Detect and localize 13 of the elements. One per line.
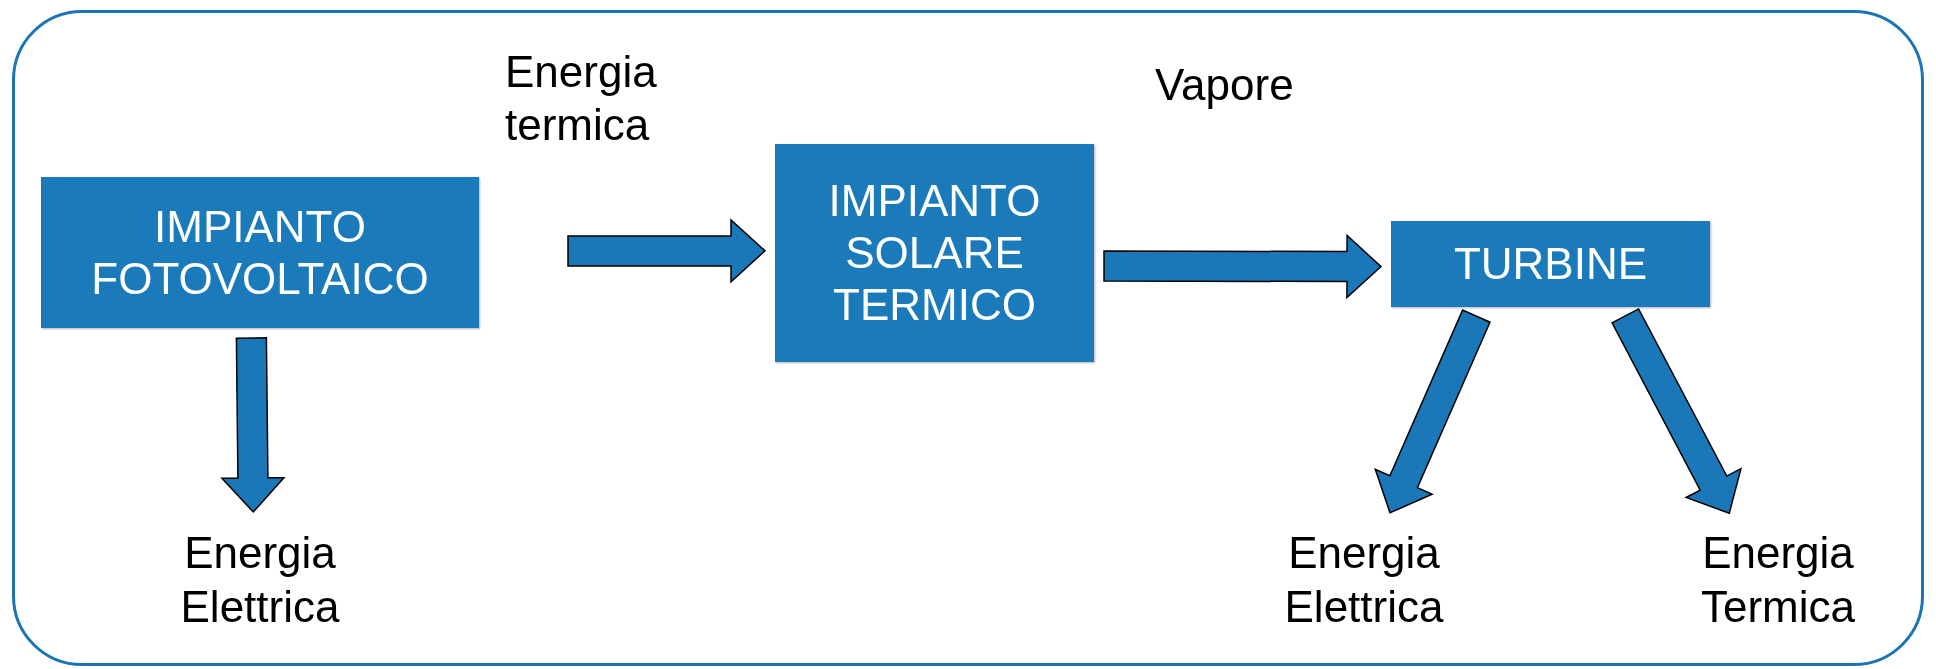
block-arrow	[220, 337, 286, 514]
output-label: Energia Elettrica	[150, 522, 370, 638]
block-arrow	[1103, 233, 1383, 300]
edge-label: Vapore	[1155, 59, 1295, 111]
output-label: Energia Elettrica	[1254, 522, 1474, 638]
process-box: TURBINE	[1391, 221, 1710, 307]
output-label: Energia Termica	[1668, 522, 1888, 638]
process-box: IMPIANTO SOLARE TERMICO	[775, 144, 1094, 362]
edge-label: Energia termica	[505, 46, 658, 151]
block-arrow	[567, 218, 767, 284]
block-arrow	[1611, 307, 1743, 515]
block-arrow	[1374, 309, 1491, 514]
process-box: IMPIANTO FOTOVOLTAICO	[41, 177, 479, 328]
